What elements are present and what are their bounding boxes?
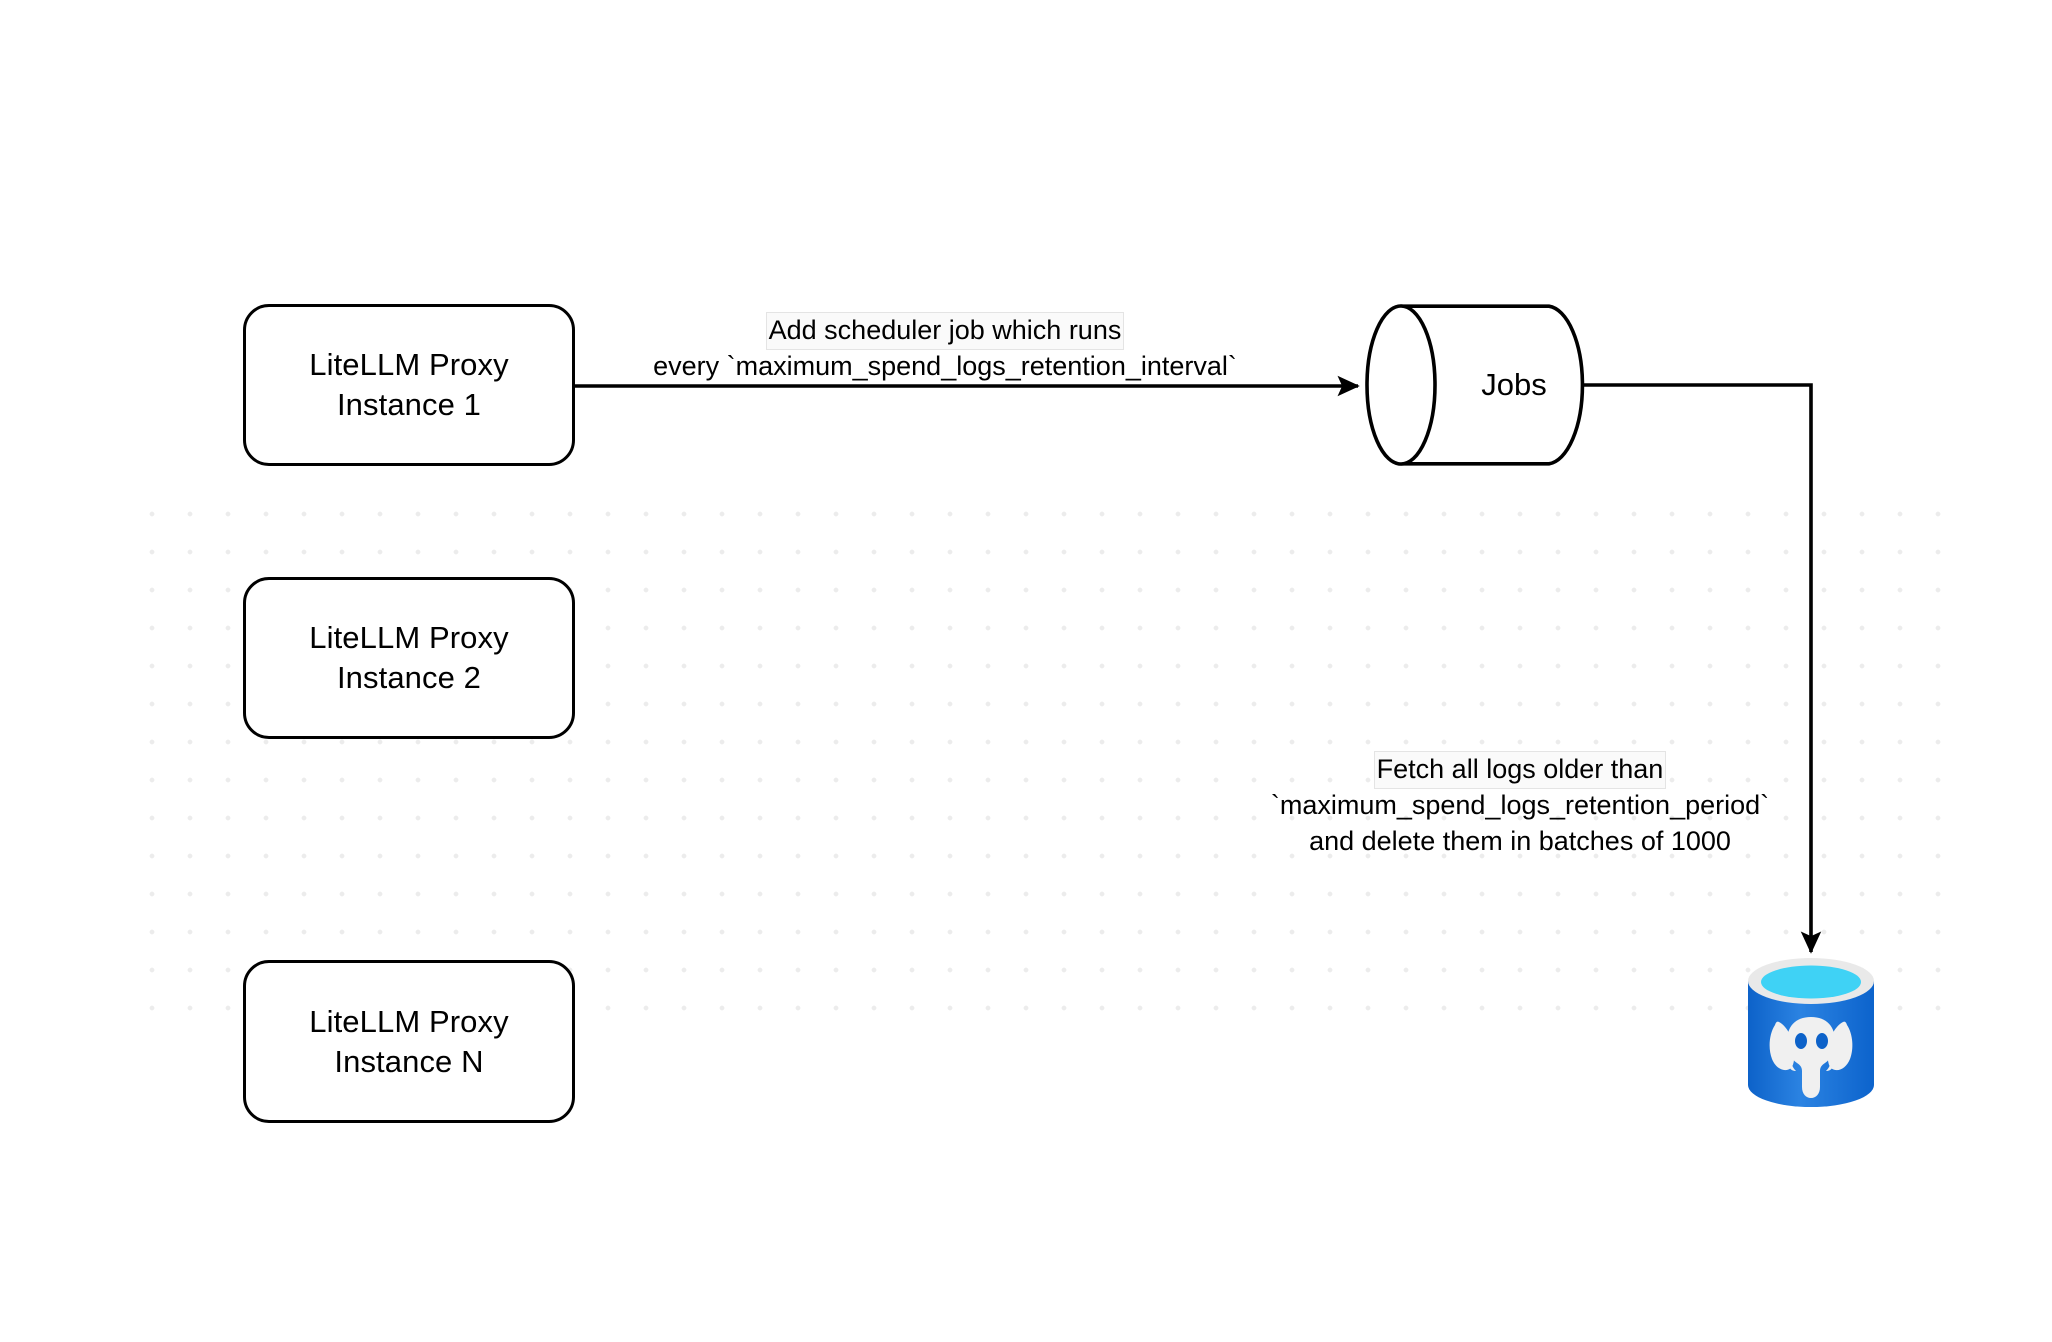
edge-label-line-1: Add scheduler job which runs	[766, 313, 1124, 349]
edge-label-line-3: and delete them in batches of 1000	[1309, 825, 1731, 856]
edge-label-add-scheduler-job: Add scheduler job which runs every `maxi…	[600, 313, 1290, 385]
node-label-line1: LiteLLM Proxy	[309, 347, 509, 383]
node-litellm-proxy-instance-2[interactable]: LiteLLM Proxy Instance 2	[243, 577, 575, 739]
node-litellm-proxy-instance-n[interactable]: LiteLLM Proxy Instance N	[243, 960, 575, 1123]
edge-label-line-1: Fetch all logs older than	[1374, 752, 1666, 788]
node-label-line2: Instance N	[334, 1043, 484, 1079]
node-jobs-label: Jobs	[1481, 367, 1547, 402]
node-label-line1: LiteLLM Proxy	[309, 620, 509, 656]
edge-label-line-2: `maximum_spend_logs_retention_period`	[1270, 789, 1770, 820]
node-label-line1: LiteLLM Proxy	[309, 1003, 509, 1039]
node-litellm-proxy-instance-1[interactable]: LiteLLM Proxy Instance 1	[243, 304, 575, 466]
edge-label-line-2: every `maximum_spend_logs_retention_inte…	[653, 350, 1237, 381]
node-label-line2: Instance 1	[336, 387, 482, 422]
cylinder-shape	[1365, 304, 1585, 466]
edge-jobs-to-postgres	[1583, 383, 1822, 954]
edge-label-fetch-and-delete-logs: Fetch all logs older than `maximum_spend…	[1240, 752, 1800, 860]
postgresql-elephant-icon	[1748, 958, 1874, 1107]
node-postgres-database[interactable]	[1745, 955, 1877, 1113]
node-label-line2: Instance 2	[336, 660, 482, 695]
node-jobs-cylinder[interactable]: Jobs	[1365, 304, 1585, 466]
